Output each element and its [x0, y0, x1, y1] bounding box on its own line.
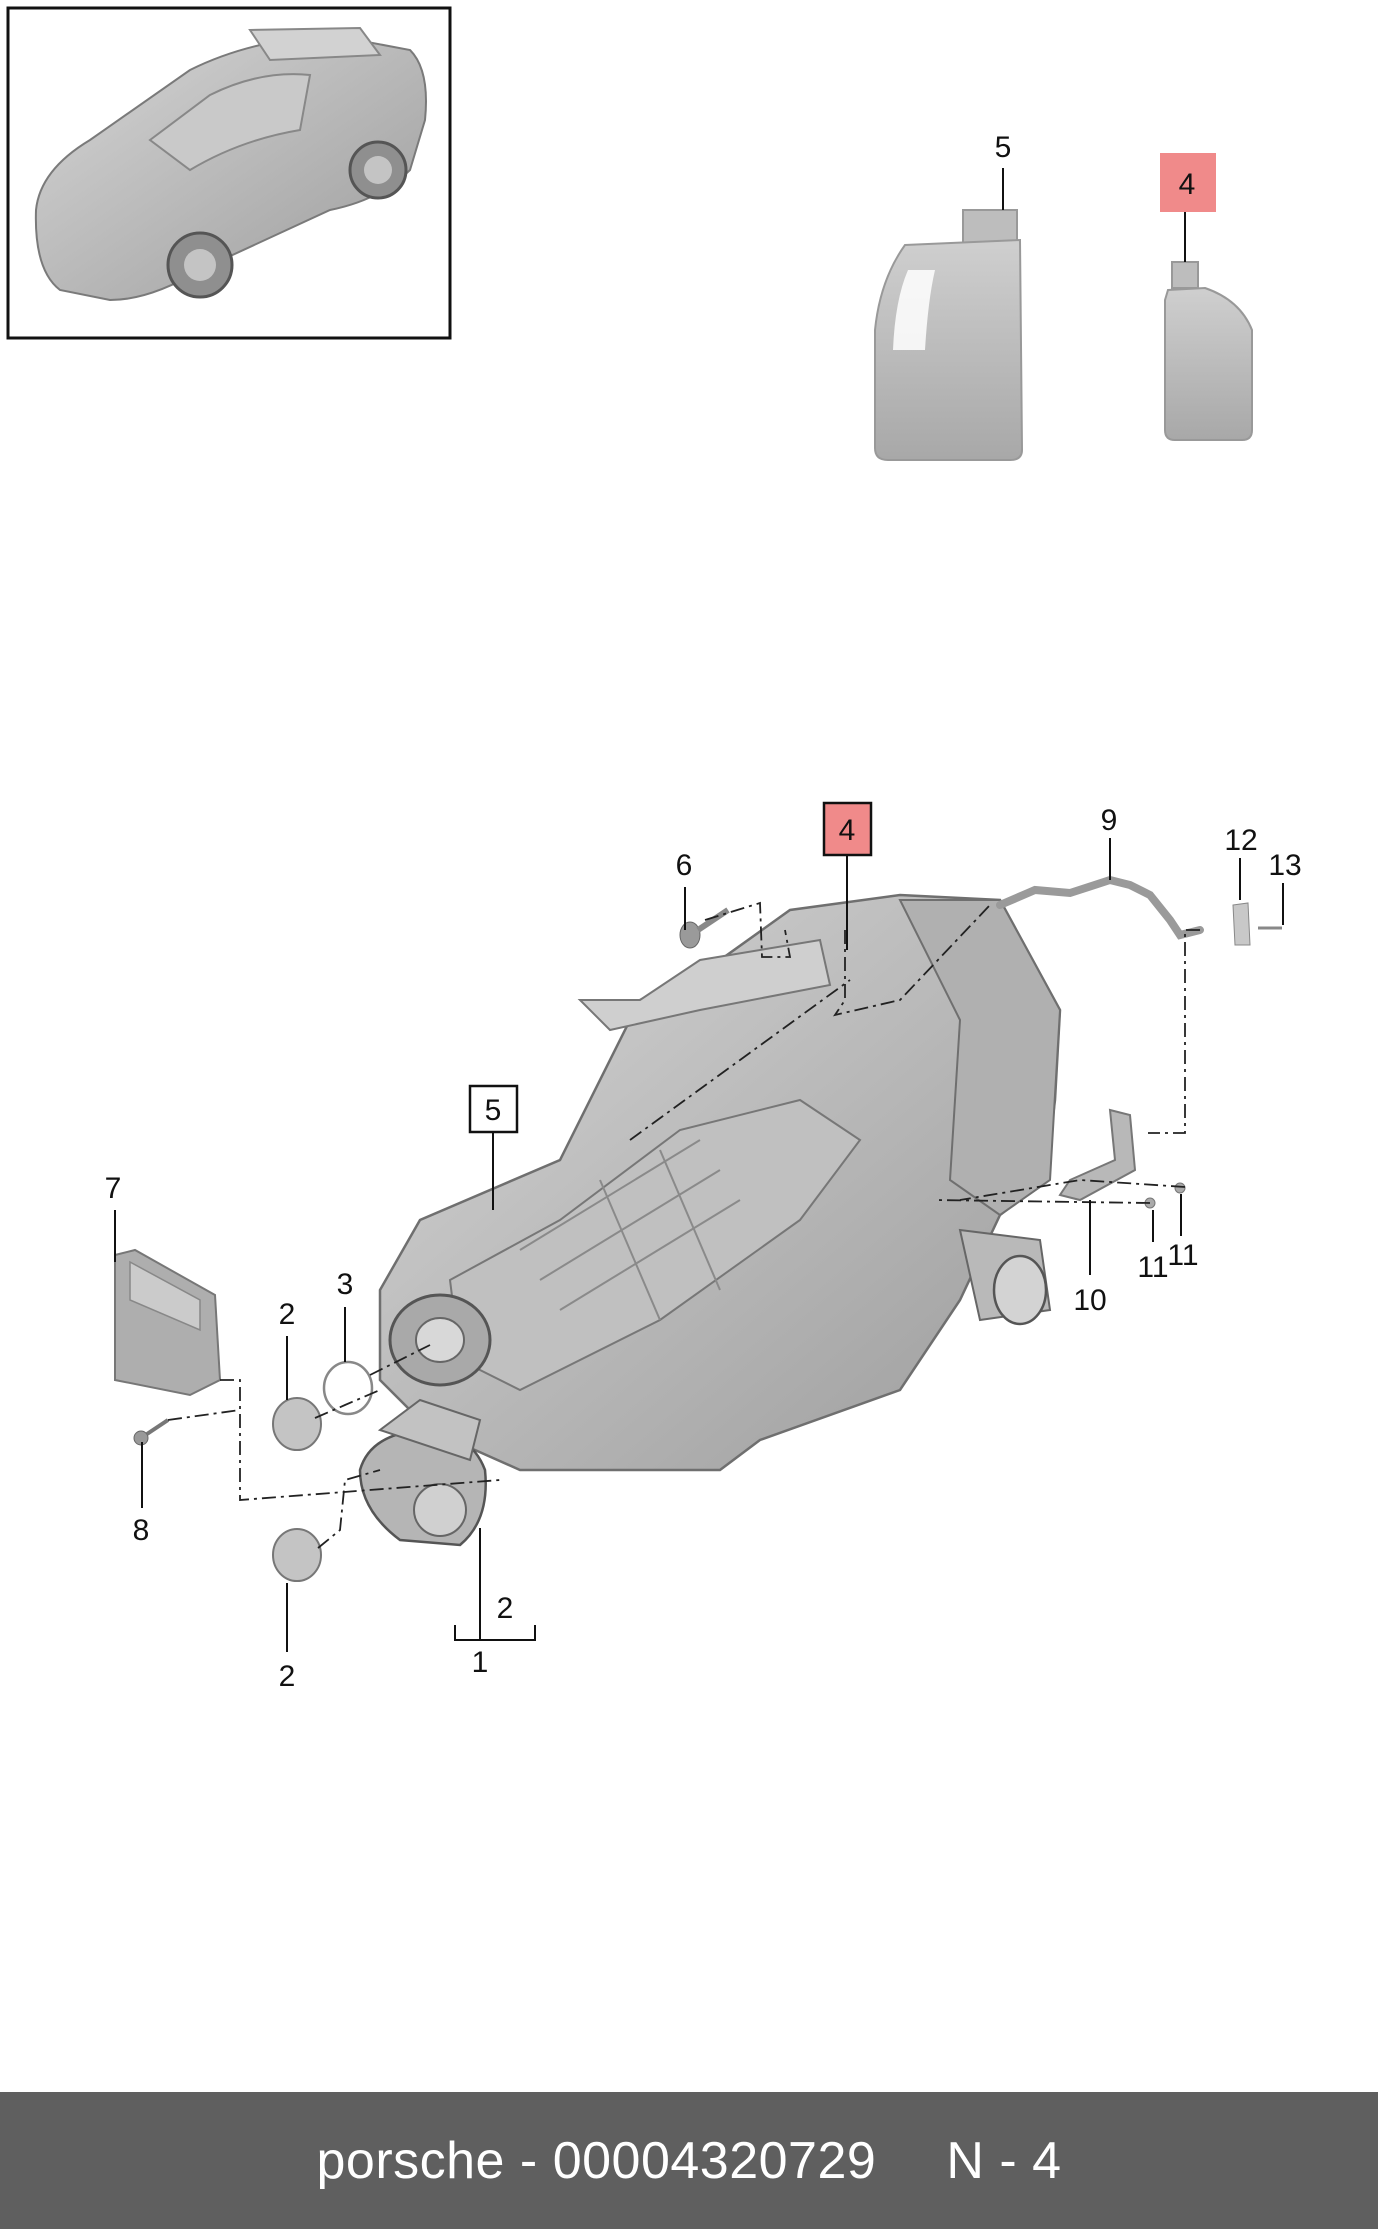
bolt-6-illustration	[679, 907, 730, 949]
bolt-8-illustration	[133, 1418, 170, 1446]
callout-13[interactable]: 13	[1268, 849, 1301, 882]
callout-2-b[interactable]: 2	[279, 1660, 296, 1693]
seal-3-illustration	[322, 1360, 374, 1416]
callout-1[interactable]: 1	[472, 1646, 489, 1679]
clip-12-illustration	[1232, 902, 1251, 946]
callout-6[interactable]: 6	[676, 849, 693, 882]
callout-4-main[interactable]: 4	[839, 814, 856, 847]
bracket-7-illustration	[114, 1248, 222, 1397]
callout-5-main[interactable]: 5	[485, 1094, 502, 1127]
leader-lines	[167, 901, 1200, 1549]
callout-11-b[interactable]: 11	[1167, 1239, 1198, 1272]
plug-2-a-illustration	[272, 1397, 322, 1451]
bracket-10-illustration	[1058, 1108, 1137, 1202]
callout-4-top[interactable]: 4	[1179, 168, 1196, 201]
footer-bar: porsche - 00004320729 N - 4	[0, 2092, 1378, 2229]
callout-10[interactable]: 10	[1073, 1284, 1106, 1317]
footer-part-number: porsche - 00004320729	[316, 2131, 877, 2190]
highlight-box-4-main	[822, 801, 873, 857]
footer-page-label: N - 4	[946, 2131, 1062, 2190]
plug-2-b-illustration	[272, 1528, 322, 1582]
callout-labels: 5 4 4 5 6 7 8 2 2 2 3 1 9 10 11 11 12 13	[105, 131, 1302, 1693]
callout-5-top[interactable]: 5	[995, 131, 1012, 164]
oil-canister-illustration	[874, 168, 1024, 461]
callout-12[interactable]: 12	[1224, 824, 1257, 857]
vehicle-thumbnail	[6, 6, 452, 340]
callout-2-a[interactable]: 2	[279, 1298, 296, 1331]
box-5-main	[468, 1084, 519, 1134]
callout-3[interactable]: 3	[337, 1268, 354, 1301]
callout-2-c[interactable]: 2	[497, 1592, 514, 1625]
oil-bottle-illustration	[1164, 212, 1253, 441]
callout-7[interactable]: 7	[105, 1172, 122, 1205]
parts-diagram: 5 4 4 5 6 7 8 2 2 2 3 1 9 10 11 11 12 13	[6, 6, 1302, 1693]
highlight-box-4-top	[1160, 153, 1216, 212]
transmission-illustration	[358, 893, 1062, 1547]
callout-8[interactable]: 8	[133, 1514, 150, 1547]
callout-11-a[interactable]: 11	[1137, 1251, 1168, 1284]
callout-9[interactable]: 9	[1101, 804, 1118, 837]
callout-leaders	[114, 838, 1284, 1652]
pipe-9-illustration	[996, 875, 1204, 940]
